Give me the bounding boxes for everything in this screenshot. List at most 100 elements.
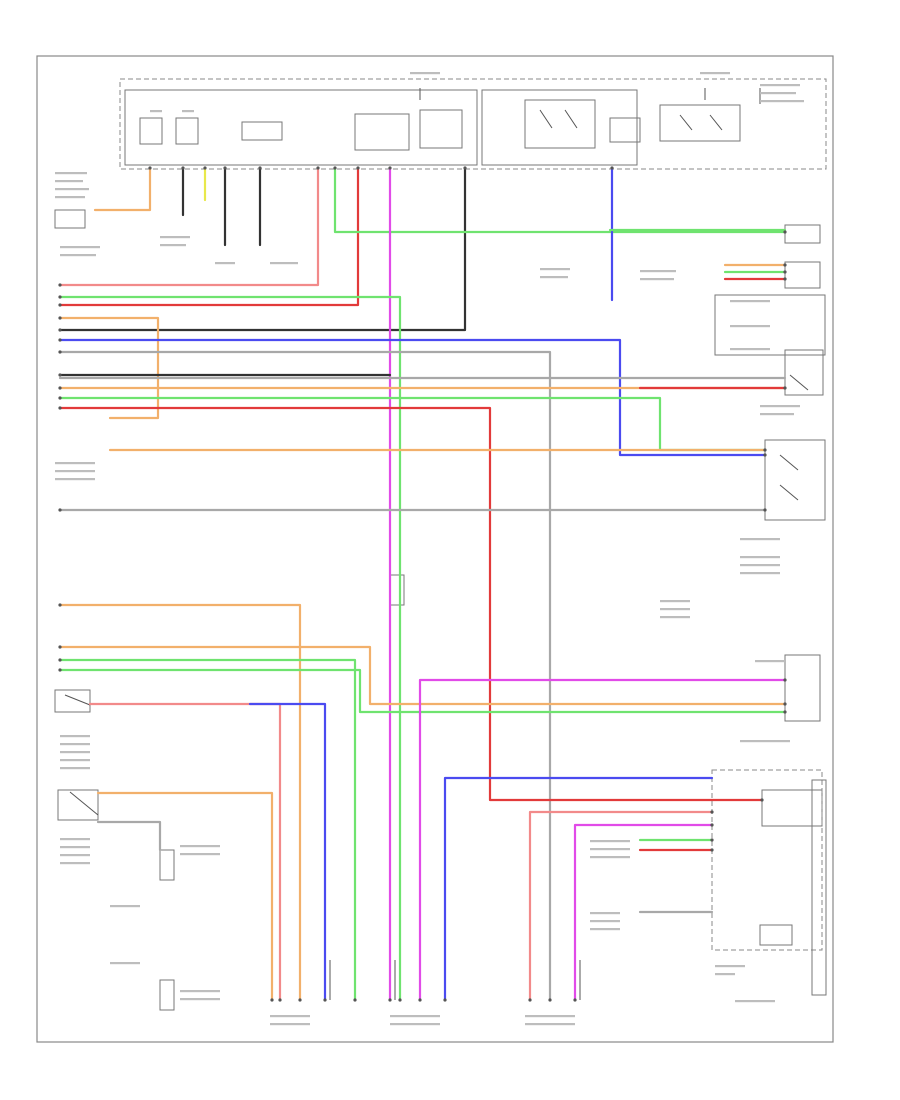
diagram-frame	[36, 55, 834, 1043]
terminal-pin	[388, 998, 392, 1002]
terminal-pin	[148, 166, 152, 170]
terminal-pin	[353, 998, 357, 1002]
wire-green	[58, 658, 357, 1002]
label-mark	[525, 1015, 575, 1018]
terminal-pin	[58, 303, 62, 307]
label-mark	[590, 856, 630, 859]
label-mark	[590, 912, 620, 915]
wire-blue	[248, 702, 327, 1002]
terminal-pin	[278, 998, 282, 1002]
label-mark	[55, 196, 85, 199]
connectors	[54, 209, 827, 1011]
label-mark	[660, 600, 690, 603]
label-mark	[740, 564, 780, 567]
label-mark	[60, 767, 90, 770]
terminal-pin	[58, 603, 62, 607]
wire-red	[58, 406, 764, 802]
fuse-relay-block	[119, 78, 827, 170]
wire-orange	[93, 166, 152, 212]
label-mark	[60, 246, 100, 249]
label-mark	[660, 608, 690, 611]
label-mark	[740, 538, 780, 541]
terminal-pin	[58, 406, 62, 410]
terminal-pin	[783, 702, 787, 706]
terminal-pin	[356, 166, 360, 170]
label-mark	[150, 110, 162, 113]
label-mark	[740, 572, 780, 575]
label-mark	[60, 743, 90, 746]
terminal-pin	[58, 668, 62, 672]
label-mark	[160, 244, 186, 247]
wire-black	[58, 166, 467, 332]
terminal-pin	[181, 166, 185, 170]
label-mark	[110, 905, 140, 908]
terminal-pin	[710, 810, 714, 814]
terminal-pin	[58, 658, 62, 662]
label-mark	[60, 846, 90, 849]
wire-pink	[88, 702, 282, 1002]
label-mark	[590, 848, 630, 851]
label-mark	[60, 751, 90, 754]
label-mark	[160, 236, 190, 239]
wire-gray	[58, 350, 552, 1002]
label-mark	[760, 405, 800, 408]
terminal-pin	[258, 166, 262, 170]
wire-green	[333, 166, 787, 234]
wire-violet	[418, 678, 787, 1002]
wire-green	[58, 295, 402, 1002]
terminal-pin	[223, 166, 227, 170]
label-mark	[735, 1000, 775, 1003]
label-mark	[730, 325, 770, 328]
label-mark	[755, 660, 785, 663]
label-mark	[590, 920, 620, 923]
wire-gray	[96, 820, 162, 852]
label-mark	[60, 854, 90, 857]
label-mark	[740, 740, 790, 743]
label-mark	[60, 254, 96, 257]
terminal-pin	[783, 263, 787, 267]
terminal-pin	[763, 448, 767, 452]
label-mark	[700, 72, 730, 75]
label-mark	[60, 735, 90, 738]
terminal-pin	[58, 338, 62, 342]
label-mark	[390, 1023, 440, 1026]
label-mark	[540, 268, 570, 271]
label-mark	[410, 72, 440, 75]
terminal-pin	[783, 386, 787, 390]
terminal-pin	[443, 998, 447, 1002]
label-mark	[760, 100, 804, 103]
terminal-pin	[58, 350, 62, 354]
label-mark	[55, 470, 95, 473]
label-mark	[760, 413, 794, 416]
label-mark	[540, 276, 568, 279]
terminal-pin	[710, 823, 714, 827]
label-mark	[180, 990, 220, 993]
label-mark	[180, 853, 220, 856]
terminal-pin	[298, 998, 302, 1002]
terminal-pin	[316, 166, 320, 170]
terminals	[58, 166, 787, 1002]
terminal-pin	[783, 270, 787, 274]
terminal-pin	[58, 645, 62, 649]
terminal-pin	[58, 328, 62, 332]
label-mark	[270, 262, 298, 265]
terminal-pin	[58, 283, 62, 287]
terminal-pin	[270, 998, 274, 1002]
terminal-pin	[573, 998, 577, 1002]
terminal-pin	[58, 386, 62, 390]
wire-green	[58, 668, 787, 714]
wire-red	[58, 166, 360, 307]
label-mark	[730, 348, 770, 351]
terminal-pin	[58, 396, 62, 400]
terminal-pin	[610, 166, 614, 170]
wire-pink	[58, 166, 320, 287]
label-mark	[60, 862, 90, 865]
terminal-pin	[528, 998, 532, 1002]
bottom-connectors	[271, 960, 581, 1000]
terminal-pin	[710, 848, 714, 852]
label-mark	[180, 998, 220, 1001]
label-mark	[60, 838, 90, 841]
label-mark	[55, 172, 87, 175]
terminal-pin	[58, 295, 62, 299]
